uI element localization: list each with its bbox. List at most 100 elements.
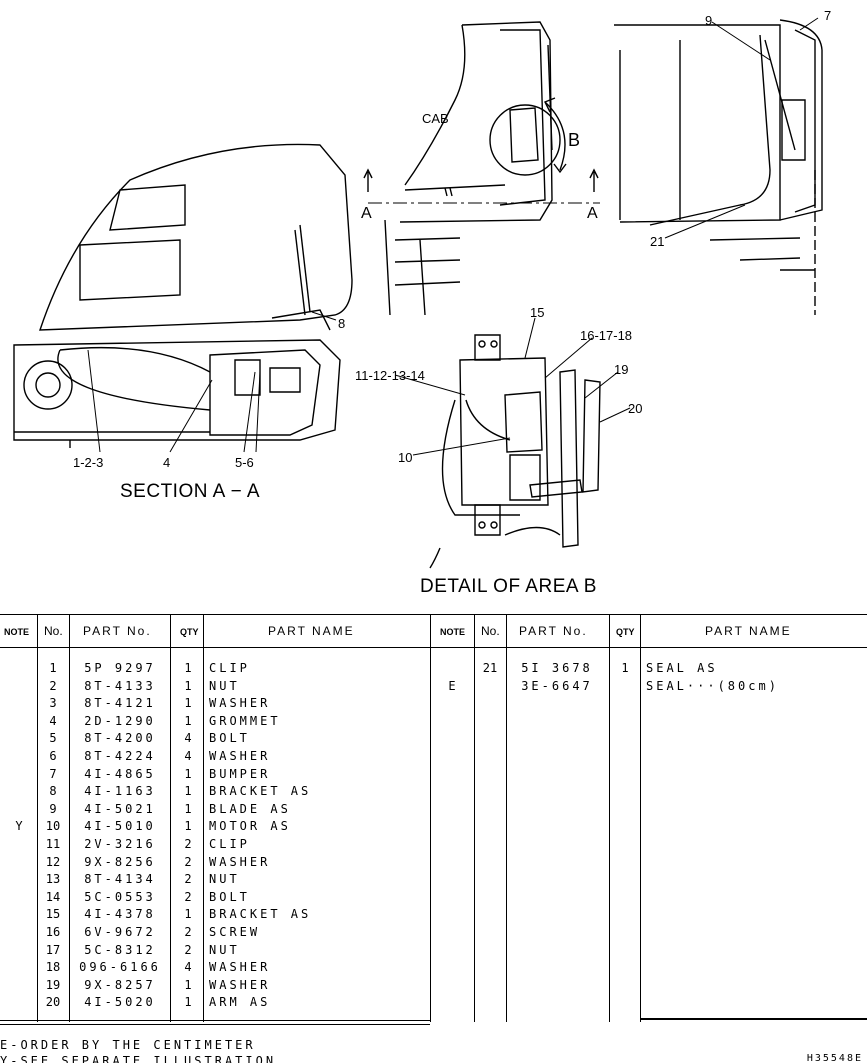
header-no-right: No.: [481, 624, 500, 638]
row-part-number: 2V-3216: [84, 837, 156, 851]
row-part-number: 8T-4200: [84, 731, 156, 746]
header-note-right: NOTE: [440, 627, 466, 637]
row-qty: 4: [184, 731, 192, 746]
row-part-number: 4I-5010: [84, 819, 156, 834]
table-bottom-rule-right: [640, 1018, 867, 1020]
header-qty-right: QTY: [616, 627, 635, 637]
callout-9: 9: [705, 13, 712, 28]
row-part-number: 5C-0553: [84, 889, 156, 904]
callout-10: 10: [398, 450, 412, 465]
row-part-name: WASHER: [209, 977, 271, 992]
row-qty: 4: [184, 960, 192, 975]
callout-7: 7: [824, 8, 831, 23]
row-qty: 1: [184, 696, 192, 711]
header-no: No.: [44, 624, 63, 638]
row-qty: 2: [184, 872, 192, 887]
detail-caption: DETAIL OF AREA B: [420, 576, 597, 597]
row-number: 11: [45, 837, 61, 851]
row-part-number: 5C-8312: [84, 942, 156, 957]
callout-21: 21: [650, 234, 664, 249]
row-part-name: MOTOR AS: [209, 819, 291, 834]
row-qty: 1: [184, 801, 192, 816]
row-number: 6: [49, 749, 57, 763]
callout-5-6: 5-6: [235, 455, 254, 470]
row-part-name: BRACKET AS: [209, 784, 312, 799]
row-part-name: WASHER: [209, 749, 271, 763]
row-number: 17: [45, 942, 61, 957]
row-number: 7: [49, 766, 57, 781]
header-part-name-right: PART NAME: [705, 624, 792, 638]
row-number: 8: [49, 784, 57, 799]
row-note: E: [448, 678, 456, 693]
row-part-name: CLIP: [209, 661, 250, 675]
col-divider: [506, 614, 507, 1022]
section-aa-drawing: [13, 143, 353, 453]
col-divider: [430, 614, 431, 1022]
row-qty: 2: [184, 889, 192, 904]
row-part-name: BLADE AS: [209, 801, 291, 816]
callout-11-14: 11-12-13-14: [355, 368, 425, 383]
table-bottom-rule: [0, 1020, 430, 1021]
row-part-name: WASHER: [209, 854, 271, 869]
table-header-rule: [0, 647, 867, 648]
cab-view-drawing: [363, 21, 600, 316]
row-part-number: 096-6166: [79, 960, 161, 975]
callout-19: 19: [614, 362, 628, 377]
row-part-number: 8T-4134: [84, 872, 156, 887]
row-qty: 1: [184, 907, 192, 922]
row-number: 20: [45, 995, 61, 1010]
row-part-name: BOLT: [209, 889, 250, 904]
col-divider: [170, 614, 171, 1022]
row-number: 2: [49, 678, 57, 693]
footer-rule: [0, 1024, 430, 1025]
col-divider: [37, 614, 38, 1022]
row-note: Y: [15, 819, 23, 834]
row-part-number: 4I-5020: [84, 995, 156, 1010]
section-a-right-label: A: [587, 205, 598, 222]
row-part-number: 8T-4133: [84, 678, 156, 693]
parts-table: NOTE No. PART No. QTY PART NAME NOTE No.…: [0, 614, 867, 1022]
row-number: 3: [49, 696, 57, 711]
row-qty: 1: [184, 995, 192, 1010]
row-qty: 1: [184, 678, 192, 693]
row-qty: 2: [184, 942, 192, 957]
footer-note-y: Y-SEE SEPARATE ILLUSTRATION: [0, 1054, 277, 1063]
row-part-name: WASHER: [209, 960, 271, 975]
side-view-drawing: [614, 17, 823, 315]
footer-note-e: E-ORDER BY THE CENTIMETER: [0, 1038, 256, 1052]
row-part-name: ARM AS: [209, 995, 271, 1010]
row-part-name: CLIP: [209, 837, 250, 851]
row-part-name: WASHER: [209, 696, 271, 711]
row-part-number: 9X-8256: [84, 854, 156, 869]
row-number: 5: [49, 731, 57, 746]
section-caption: SECTION A − A: [120, 481, 260, 502]
row-qty: 1: [184, 977, 192, 992]
row-part-number: 6V-9672: [84, 925, 156, 939]
row-part-name: NUT: [209, 872, 240, 887]
row-qty: 1: [184, 713, 192, 728]
row-part-name: BOLT: [209, 731, 250, 746]
row-qty: 2: [184, 854, 192, 869]
row-number: 4: [49, 713, 57, 728]
row-qty: 2: [184, 837, 192, 851]
col-divider: [69, 614, 70, 1022]
header-part-no: PART No.: [83, 624, 152, 638]
row-qty: 1: [184, 766, 192, 781]
row-qty: 1: [184, 819, 192, 834]
callout-1-2-3: 1-2-3: [73, 455, 103, 470]
row-number: 13: [45, 872, 61, 887]
callout-20: 20: [628, 401, 642, 416]
row-part-number: 4I-5021: [84, 801, 156, 816]
row-qty: 1: [184, 661, 192, 675]
header-part-name: PART NAME: [268, 624, 355, 638]
header-qty: QTY: [180, 627, 199, 637]
row-qty: 4: [184, 749, 192, 763]
callout-8: 8: [338, 316, 345, 331]
row-part-number: 8T-4121: [84, 696, 156, 711]
row-part-name: BRACKET AS: [209, 907, 312, 922]
section-a-left-label: A: [361, 205, 372, 222]
row-part-number: 4I-1163: [84, 784, 156, 799]
col-divider: [474, 614, 475, 1022]
row-part-number: 3E-6647: [521, 678, 593, 693]
row-part-number: 4I-4378: [84, 907, 156, 922]
